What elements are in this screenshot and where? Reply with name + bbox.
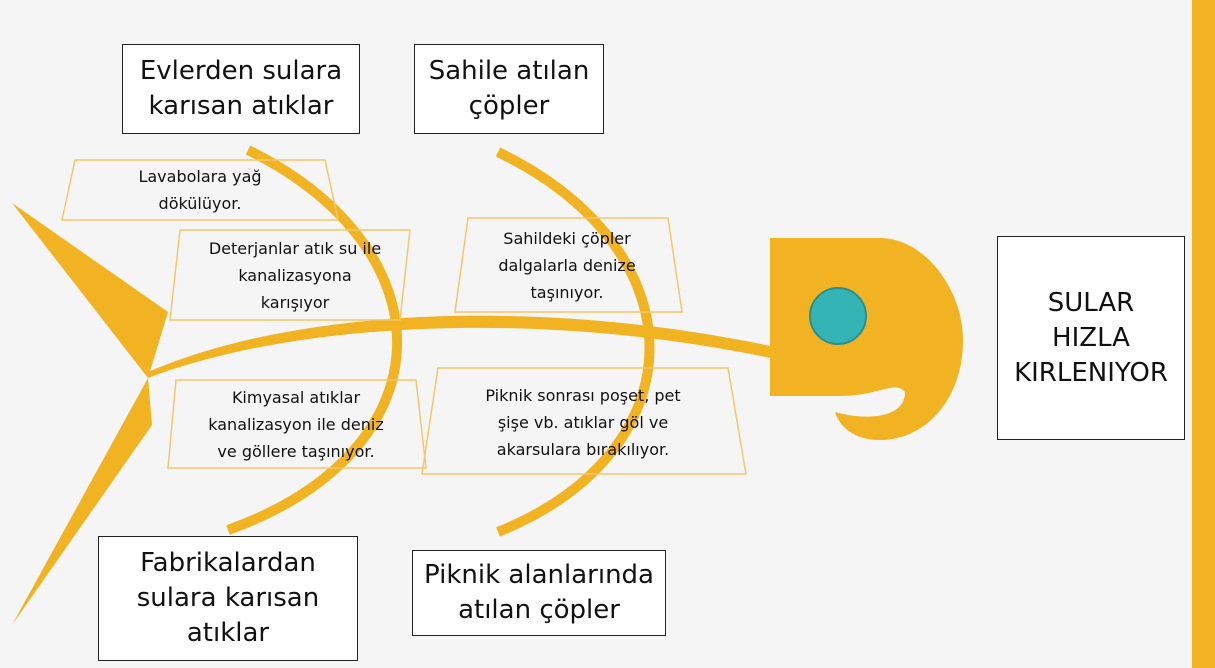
cause-frame-home-2 — [169, 229, 411, 321]
rib-right — [495, 147, 655, 537]
accent-bar — [1192, 0, 1215, 668]
fish-spine — [148, 315, 780, 378]
cause-frame-factory-1 — [167, 379, 427, 469]
fish-eye-icon — [809, 287, 867, 345]
cause-text-factory-1: Kimyasal atıklar kanalizasyon ile deniz … — [208, 387, 384, 461]
cause-text-beach-1: Sahildeki çöpler dalgalarla denize taşın… — [498, 228, 636, 302]
category-box-beach: Sahile atılan çöpler — [414, 44, 604, 134]
fish-tail-lower — [12, 378, 152, 625]
cause-frame-picnic-1 — [421, 367, 747, 475]
fish-head — [770, 238, 963, 440]
category-box-home: Evlerden sulara karısan atıklar — [122, 44, 360, 134]
fish-tail-upper — [12, 203, 168, 378]
cause-text-home-2: Deterjanlar atık su ile kanalizasyona ka… — [208, 238, 382, 312]
effect-box: SULAR HIZLA KIRLENIYOR — [997, 236, 1185, 440]
category-box-picnic: Piknik alanlarında atılan çöpler — [412, 550, 666, 636]
rib-left — [226, 145, 402, 535]
category-box-factory: Fabrikalardan sulara karısan atıklar — [98, 536, 358, 661]
cause-frame-home-1 — [61, 159, 339, 221]
cause-text-picnic-1: Piknik sonrası poşet, pet şişe vb. atıkl… — [485, 385, 681, 459]
cause-text-home-1: Lavabolara yağ dökülüyor. — [138, 167, 262, 213]
cause-frame-beach-1 — [454, 217, 683, 313]
